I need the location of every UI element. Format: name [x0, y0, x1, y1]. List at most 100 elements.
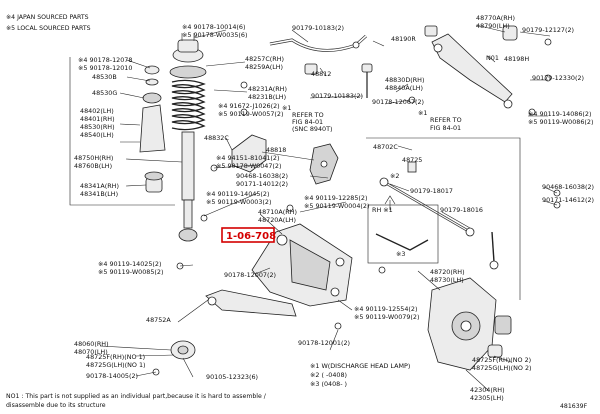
part-label[interactable]: ※4 90119-14045(2): [206, 190, 269, 198]
part-label[interactable]: 90468-16038(2): [236, 172, 288, 180]
bushing-nolabel[interactable]: [170, 340, 196, 360]
part-label[interactable]: 48770A(RH): [476, 14, 515, 22]
part-label[interactable]: N01: [486, 54, 499, 62]
part-label[interactable]: 48060(RH): [74, 340, 109, 348]
part-label[interactable]: 48540(LH): [80, 131, 114, 139]
part-label[interactable]: 48818: [266, 146, 286, 154]
part-label[interactable]: 48812: [311, 70, 331, 78]
upper-bracket[interactable]: [231, 134, 339, 185]
part-label[interactable]: 48070(LH): [74, 348, 108, 356]
part-label[interactable]: 90179-10183(2): [311, 92, 363, 100]
lower-control-arm[interactable]: [251, 223, 353, 307]
part-label[interactable]: 90178-14005(2): [86, 372, 138, 380]
part-label[interactable]: 48259A(LH): [245, 63, 283, 71]
stabilizer-bar[interactable]: [269, 34, 373, 98]
part-label[interactable]: 48790(LH): [476, 22, 510, 30]
part-label[interactable]: 48401(RH): [80, 115, 115, 123]
part-label: ※2 ( -0408): [310, 371, 347, 379]
highlight-callout[interactable]: 1-06-708: [221, 227, 276, 243]
strut-group-bracket: [69, 57, 175, 206]
part-label[interactable]: 48198H: [504, 55, 529, 63]
part-label[interactable]: 48832C: [204, 134, 229, 142]
part-label[interactable]: 90178-12001(2): [298, 339, 350, 347]
part-label[interactable]: 48840A(LH): [385, 84, 423, 92]
part-label[interactable]: 48231B(LH): [248, 93, 286, 101]
part-label[interactable]: ※5 90119-W0004(2): [304, 202, 369, 210]
part-label[interactable]: ※4 91672-J1026(2): [218, 102, 280, 110]
part-label[interactable]: 48720(RH): [430, 268, 465, 276]
part-label[interactable]: ※5 90119-W0003(2): [206, 198, 271, 206]
part-label[interactable]: 48530(RH): [80, 123, 115, 131]
bump-stopper[interactable]: [144, 171, 164, 193]
footnote-line-1: NO1 : This part is not supplied as an in…: [6, 393, 267, 400]
part-label[interactable]: 48725: [402, 156, 422, 164]
part-label[interactable]: ※4 90119-12285(2): [304, 194, 367, 202]
part-label[interactable]: (SNC 8940T): [292, 125, 333, 133]
part-label[interactable]: 90179-18016: [440, 206, 483, 214]
part-label[interactable]: 48760B(LH): [74, 162, 112, 170]
part-label[interactable]: 48710A(RH): [258, 208, 297, 216]
small-seat[interactable]: [144, 65, 160, 86]
part-label[interactable]: 42305(LH): [470, 394, 504, 402]
part-label[interactable]: 90179-10183(2): [292, 24, 344, 32]
part-label[interactable]: 48702C: [373, 143, 398, 151]
part-label[interactable]: ※5 90119-W0086(2): [528, 118, 593, 126]
part-label[interactable]: 48725F(RH)(NO 1): [86, 353, 145, 361]
part-label[interactable]: 48341A(RH): [80, 182, 119, 190]
part-label[interactable]: 48830D(RH): [385, 76, 424, 84]
part-label[interactable]: 90105-12323(6): [206, 373, 258, 381]
part-label[interactable]: 90171-14612(2): [542, 196, 594, 204]
lower-arm-rear[interactable]: [205, 289, 297, 317]
part-label[interactable]: 42304(RH): [470, 386, 505, 394]
part-label[interactable]: 90178-12067(2): [372, 98, 424, 106]
part-label[interactable]: 48725G(LH)(NO 2): [472, 364, 532, 372]
part-label[interactable]: ※5 90178-W0035(6): [182, 31, 247, 39]
part-label[interactable]: FIG 84-01: [430, 124, 461, 132]
part-label[interactable]: 48530G: [92, 89, 117, 97]
part-label[interactable]: 90178-12007(2): [224, 271, 276, 279]
part-label[interactable]: 48190R: [391, 35, 416, 43]
leader-lines: [99, 24, 558, 391]
part-label[interactable]: ※4 90119-14025(2): [98, 260, 161, 268]
part-label[interactable]: 48752A: [146, 316, 171, 324]
upper-control-arm[interactable]: [424, 25, 518, 109]
part-label[interactable]: 90179-12127(2): [522, 26, 574, 34]
rear-axle-carrier[interactable]: [427, 277, 512, 371]
part-label[interactable]: 48725F(RH)(NO 2): [472, 356, 531, 364]
part-label[interactable]: 48750H(RH): [74, 154, 113, 162]
part-label[interactable]: ※4 90178-12078: [78, 56, 132, 64]
toe-control-link[interactable]: [379, 161, 561, 270]
part-label[interactable]: FIG 84-01: [292, 118, 323, 126]
part-label[interactable]: 90171-14012(2): [236, 180, 288, 188]
part-label[interactable]: 48341B(LH): [80, 190, 118, 198]
part-label[interactable]: REFER TO: [430, 116, 462, 124]
strut-assembly[interactable]: [169, 33, 207, 242]
link-group-bracket: [366, 137, 521, 300]
part-label[interactable]: REFER TO: [292, 111, 324, 119]
part-label[interactable]: ※4 94151-81041(2): [216, 154, 279, 162]
inset-detail-box: [367, 195, 439, 264]
part-label[interactable]: 48730(LH): [430, 276, 464, 284]
part-label[interactable]: ※5 90119-W0079(2): [354, 313, 419, 321]
dust-boot[interactable]: [139, 92, 166, 153]
part-label[interactable]: 48530B: [92, 73, 117, 81]
highlight-label: 1-06-708: [226, 231, 276, 242]
part-label[interactable]: 48402(LH): [80, 107, 114, 115]
part-label[interactable]: 48720A(LH): [258, 216, 296, 224]
part-label[interactable]: ※4 90119-14086(2): [528, 110, 591, 118]
part-label[interactable]: ※5 90178-W0047(2): [216, 162, 281, 170]
part-label[interactable]: 48231A(RH): [248, 85, 287, 93]
part-label[interactable]: 90179-18017: [410, 187, 453, 195]
part-label[interactable]: ※5 90178-12010: [78, 64, 132, 72]
bushing-right[interactable]: [487, 344, 503, 358]
part-label[interactable]: 90468-16038(2): [542, 183, 594, 191]
part-label[interactable]: ※5 90119-W0085(2): [98, 268, 163, 276]
part-label[interactable]: ※4 90178-10014(6): [182, 23, 245, 31]
part-label[interactable]: ※4 90119-12554(2): [354, 305, 417, 313]
legend-local-sourced: ※5 LOCAL SOURCED PARTS: [6, 25, 91, 32]
part-label[interactable]: 48725G(LH)(NO 1): [86, 361, 146, 369]
part-label[interactable]: 90179-12330(2): [532, 74, 584, 82]
part-label[interactable]: 48257C(RH): [245, 55, 284, 63]
part-label[interactable]: ※5 90119-W0057(2): [218, 110, 283, 118]
